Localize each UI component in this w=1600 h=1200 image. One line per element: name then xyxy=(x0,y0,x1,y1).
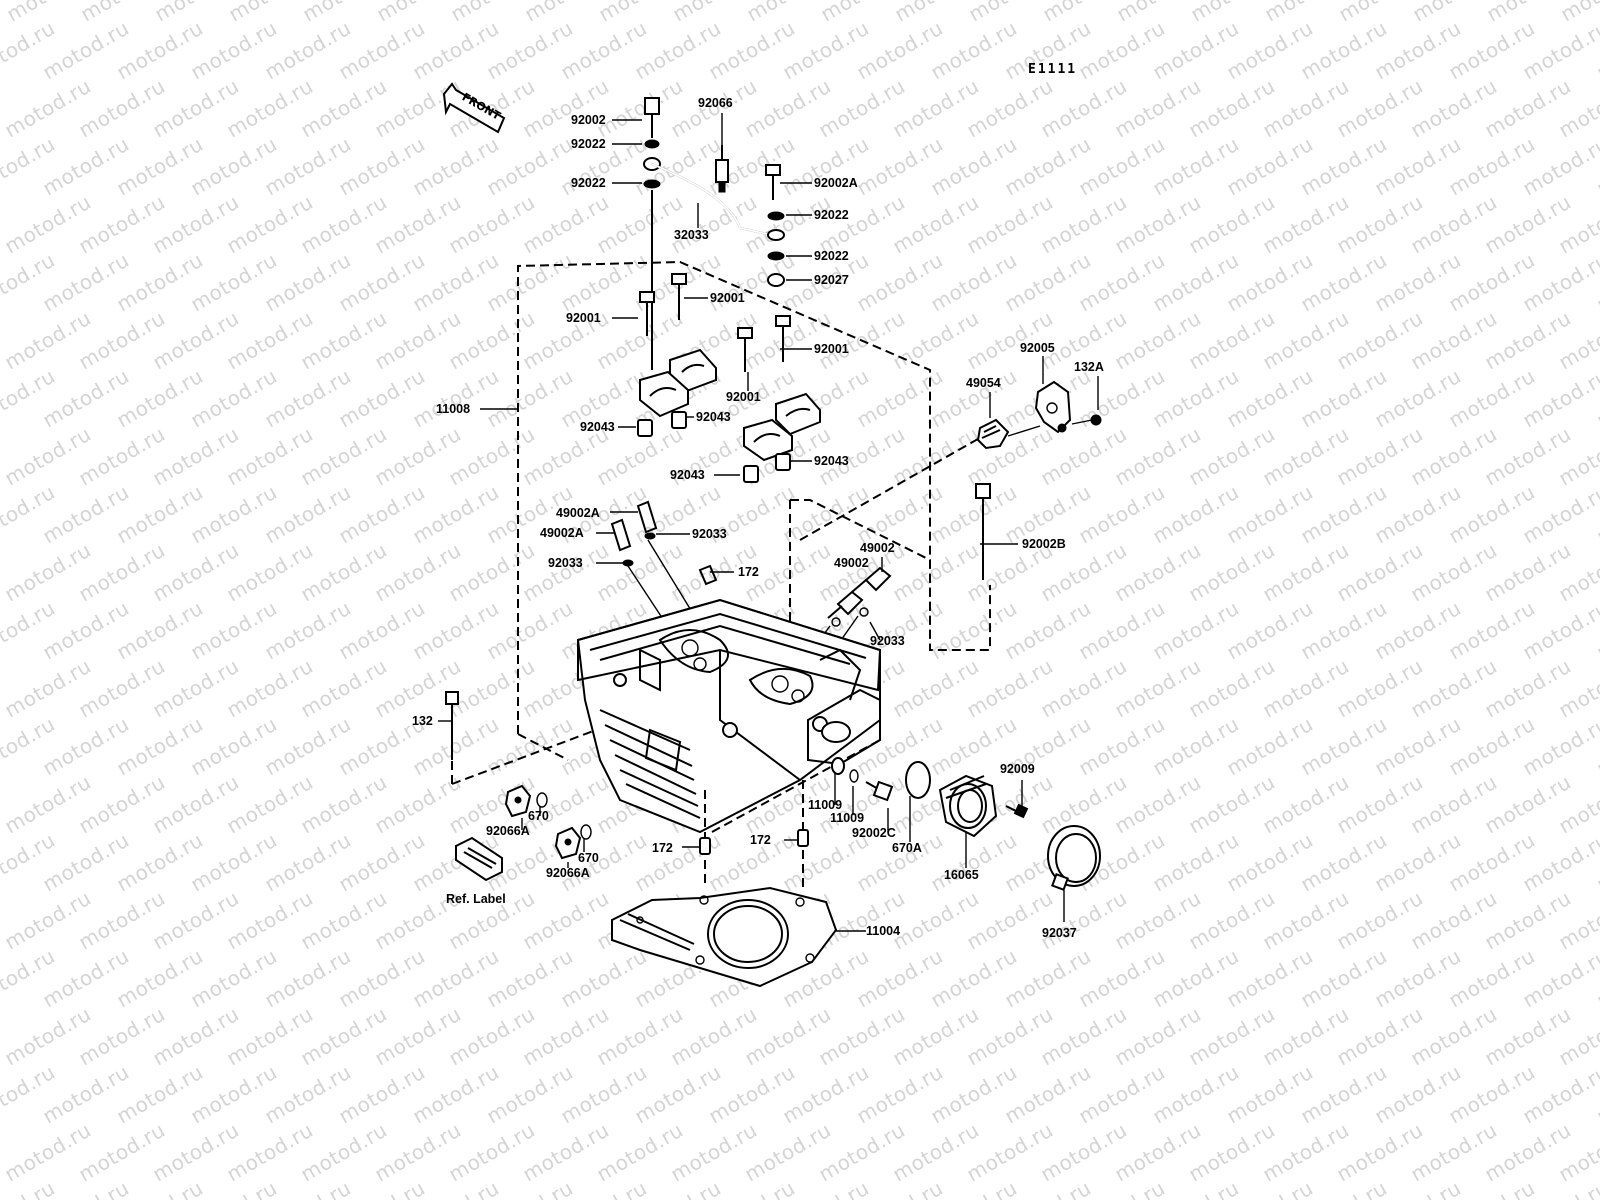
part-label-92043[interactable]: 92043 xyxy=(696,410,731,424)
part-label-49002[interactable]: 49002 xyxy=(860,541,895,555)
diagram-code: E1111 xyxy=(1028,62,1078,77)
bolt-132 xyxy=(445,691,459,760)
part-label-132A[interactable]: 132A xyxy=(1074,360,1104,374)
part-label-11008[interactable]: 11008 xyxy=(436,402,471,416)
tensioner-cover-92005 xyxy=(1034,380,1072,434)
screw-92009 xyxy=(1005,803,1029,819)
part-label-92043[interactable]: 92043 xyxy=(580,420,615,434)
washers-11009 xyxy=(831,757,859,783)
part-label-132[interactable]: 132 xyxy=(412,714,433,728)
sensor-92066 xyxy=(715,145,729,193)
part-label-92066A[interactable]: 92066A xyxy=(486,824,530,838)
part-label-670[interactable]: 670 xyxy=(578,851,599,865)
cam-cap-bolts-92001 xyxy=(639,273,791,372)
part-label-49054[interactable]: 49054 xyxy=(966,376,1001,390)
part-label-92066[interactable]: 92066 xyxy=(698,96,733,110)
part-label-92001[interactable]: 92001 xyxy=(814,342,849,356)
carburetor-holder-16065 xyxy=(938,774,998,838)
bolt-92002C xyxy=(865,780,894,802)
part-label-670[interactable]: 670 xyxy=(528,809,549,823)
cylinder-head-11008 xyxy=(576,598,882,834)
reference-label-plate xyxy=(455,836,503,882)
o-ring-670-lower xyxy=(580,824,592,840)
part-label-92043[interactable]: 92043 xyxy=(670,468,705,482)
part-label-92066A[interactable]: 92066A xyxy=(546,866,590,880)
part-label-92033[interactable]: 92033 xyxy=(548,556,583,570)
part-label-92001[interactable]: 92001 xyxy=(566,311,601,325)
part-label-92027[interactable]: 92027 xyxy=(814,273,849,287)
plug-92066A-lower xyxy=(554,826,582,860)
leader-lines xyxy=(438,113,1099,932)
part-label-92022[interactable]: 92022 xyxy=(814,249,849,263)
part-label-49002A[interactable]: 49002A xyxy=(540,526,584,540)
part-label-92002A[interactable]: 92002A xyxy=(814,176,858,190)
bolt-92002A xyxy=(765,164,785,287)
part-label-92022[interactable]: 92022 xyxy=(814,208,849,222)
dowels-172-lower xyxy=(699,780,809,888)
part-label-92022[interactable]: 92022 xyxy=(571,137,606,151)
head-gasket-11004 xyxy=(611,886,838,988)
part-label-11009[interactable]: 11009 xyxy=(808,798,843,812)
part-label-32033[interactable]: 32033 xyxy=(674,228,709,242)
part-label-11009[interactable]: 11009 xyxy=(830,811,865,825)
part-label-92022[interactable]: 92022 xyxy=(571,176,606,190)
part-label-92002B[interactable]: 92002B xyxy=(1022,537,1066,551)
part-label-49002A[interactable]: 49002A xyxy=(556,506,600,520)
part-label-49002[interactable]: 49002 xyxy=(834,556,869,570)
part-label-92043[interactable]: 92043 xyxy=(814,454,849,468)
part-label-92037[interactable]: 92037 xyxy=(1042,926,1077,940)
dowel-172-top xyxy=(698,564,718,586)
bolt-92002B xyxy=(975,483,991,580)
part-label-670A[interactable]: 670A xyxy=(892,841,922,855)
part-label-16065[interactable]: 16065 xyxy=(944,868,979,882)
camshaft-caps xyxy=(639,348,821,462)
oil-pipe-32033 xyxy=(643,97,777,370)
o-ring-670A xyxy=(905,761,931,799)
part-label-ref-label[interactable]: Ref. Label xyxy=(446,892,506,906)
part-label-92002C[interactable]: 92002C xyxy=(852,826,896,840)
part-label-172[interactable]: 172 xyxy=(738,565,759,579)
part-label-92009[interactable]: 92009 xyxy=(1000,762,1035,776)
bolt-bracket-outline xyxy=(790,499,991,651)
part-label-92033[interactable]: 92033 xyxy=(870,634,905,648)
cam-chain-tensioner-49054 xyxy=(976,418,1041,450)
plug-92066A-upper xyxy=(504,784,532,818)
part-label-92001[interactable]: 92001 xyxy=(710,291,745,305)
part-label-92002[interactable]: 92002 xyxy=(571,113,606,127)
part-label-92005[interactable]: 92005 xyxy=(1020,341,1055,355)
part-label-11004[interactable]: 11004 xyxy=(866,924,901,938)
part-label-172[interactable]: 172 xyxy=(652,841,673,855)
o-ring-670-upper xyxy=(536,792,548,808)
front-direction-arrow-icon xyxy=(442,82,506,134)
part-label-172[interactable]: 172 xyxy=(750,833,771,847)
part-label-92033[interactable]: 92033 xyxy=(692,527,727,541)
assembly-outline xyxy=(517,260,931,734)
screw-132A xyxy=(1071,414,1102,426)
dowel-pins-92043 xyxy=(637,411,791,483)
hose-clamp-92037 xyxy=(1047,825,1101,891)
part-label-92001[interactable]: 92001 xyxy=(726,390,761,404)
